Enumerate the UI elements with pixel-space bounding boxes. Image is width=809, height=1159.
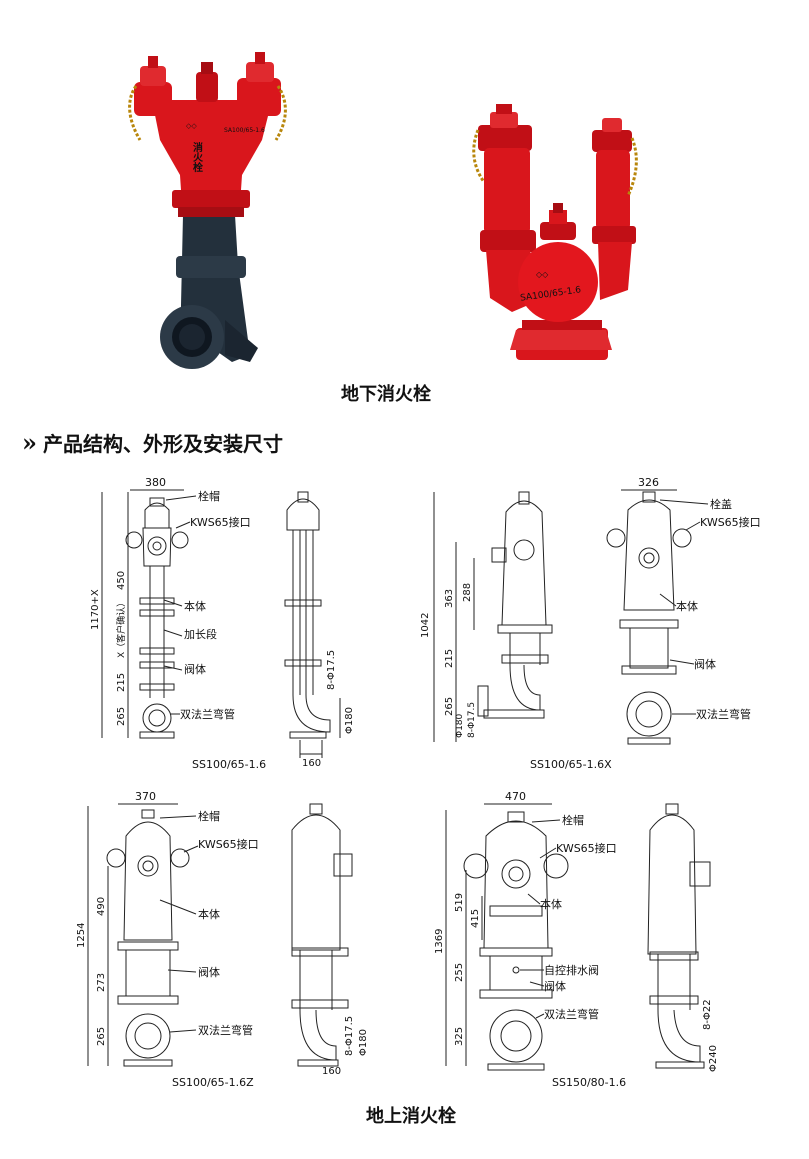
- label-elbow: 双法兰弯管: [198, 1023, 253, 1037]
- label-body: 本体: [676, 599, 698, 613]
- dim-valve: 273: [96, 973, 107, 992]
- section-header: » 产品结构、外形及安装尺寸: [22, 428, 283, 457]
- label-cap: 栓帽: [198, 489, 220, 503]
- technical-drawings: 380 1170+X 450 X（客户确认） 215 265 栓帽 KWS65接…: [76, 476, 761, 1089]
- underground-caption: 地下消火栓: [341, 384, 431, 405]
- hydrant-a-model: SA100/65-1.6: [224, 127, 265, 134]
- dim-width: 470: [505, 790, 526, 803]
- side-bolts: 8-Φ22: [702, 999, 713, 1030]
- dim-valve: 255: [454, 963, 465, 982]
- side-bolts: 8-Φ17.5: [344, 1016, 355, 1056]
- dim-overall: 1170+X: [90, 589, 101, 630]
- dim-body: 519: [454, 893, 465, 912]
- label-coupling: KWS65接口: [700, 516, 761, 529]
- dim-inner: 415: [470, 909, 481, 928]
- label-cap: 栓帽: [198, 809, 220, 823]
- side-diameter: Φ180: [358, 1029, 369, 1056]
- label-valve: 阀体: [544, 979, 566, 993]
- section-title: 产品结构、外形及安装尺寸: [43, 432, 283, 456]
- hydrant-b-logo: ◇◇: [536, 270, 549, 279]
- dim-body: 450: [116, 571, 127, 590]
- model-label: SS100/65-1.6X: [530, 758, 612, 771]
- dim-width: 326: [638, 476, 659, 489]
- label-valve: 阀体: [694, 657, 716, 671]
- dim-elbow: 265: [444, 697, 455, 716]
- hydrant-a-marking: 消火栓: [191, 141, 203, 173]
- double-chevron-icon: »: [22, 428, 37, 457]
- underground-hydrant-a: ◇◇ 消火栓 SA100/65-1.6: [128, 52, 287, 369]
- side-bolts: 8-Φ17.5: [467, 702, 477, 738]
- label-coupling: KWS65接口: [556, 842, 617, 855]
- label-body: 本体: [198, 907, 220, 921]
- side-diameter: Φ180: [344, 707, 355, 734]
- diagram-ss100-65-1-6z: 370 1254 490 273 265 栓帽 KWS65接口 本体 阀体 双法…: [76, 790, 369, 1089]
- side-width: 160: [322, 1066, 341, 1077]
- model-label: SS150/80-1.6: [552, 1076, 626, 1089]
- label-cover: 栓盖: [710, 497, 732, 511]
- side-bolts: 8-Φ17.5: [326, 650, 337, 690]
- model-label: SS100/65-1.6Z: [172, 1076, 254, 1089]
- diagram-ss100-65-1-6: 380 1170+X 450 X（客户确认） 215 265 栓帽 KWS65接…: [90, 476, 355, 771]
- dim-body: 363: [444, 589, 455, 608]
- model-label: SS100/65-1.6: [192, 758, 266, 771]
- underground-hydrant-photos: ◇◇ 消火栓 SA100/65-1.6 ◇◇ SA100/65-1.6: [128, 52, 638, 369]
- diagram-ss150-80-1-6: 470 1369 519 415 255 325 栓帽 KWS65接口 本体 自…: [434, 790, 719, 1089]
- dim-body: 490: [96, 897, 107, 916]
- side-width: 160: [302, 758, 321, 769]
- aboveground-caption: 地上消火栓: [366, 1106, 456, 1127]
- label-coupling: KWS65接口: [190, 516, 251, 529]
- dim-width: 370: [135, 790, 156, 803]
- dim-valve: 215: [444, 649, 455, 668]
- label-valve: 阀体: [184, 662, 206, 676]
- hydrant-a-logo: ◇◇: [186, 122, 197, 130]
- dim-extension: X（客户确认）: [115, 598, 127, 658]
- diagram-ss100-65-1-6x: 1042 363 288 215 265 Φ180 8-Φ17.5 326 栓盖: [420, 476, 761, 771]
- side-diameter: Φ180: [455, 713, 465, 738]
- dim-elbow: 325: [454, 1027, 465, 1046]
- label-drain-valve: 自控排水阀: [544, 963, 599, 977]
- label-body: 本体: [540, 897, 562, 911]
- dim-width: 380: [145, 476, 166, 489]
- dim-elbow: 265: [96, 1027, 107, 1046]
- label-body: 本体: [184, 599, 206, 613]
- dim-inner: 288: [462, 583, 473, 602]
- underground-hydrant-b: ◇◇ SA100/65-1.6: [472, 104, 638, 360]
- side-diameter: Φ240: [708, 1045, 719, 1072]
- dim-overall: 1254: [76, 923, 87, 948]
- label-elbow: 双法兰弯管: [696, 707, 751, 721]
- dim-elbow: 265: [116, 707, 127, 726]
- dim-overall: 1369: [434, 929, 445, 954]
- label-coupling: KWS65接口: [198, 838, 259, 851]
- label-valve: 阀体: [198, 965, 220, 979]
- label-elbow: 双法兰弯管: [544, 1007, 599, 1021]
- label-elbow: 双法兰弯管: [180, 707, 235, 721]
- dim-valve: 215: [116, 673, 127, 692]
- label-extension: 加长段: [184, 627, 217, 641]
- label-cap: 栓帽: [562, 813, 584, 827]
- dim-overall: 1042: [420, 613, 431, 638]
